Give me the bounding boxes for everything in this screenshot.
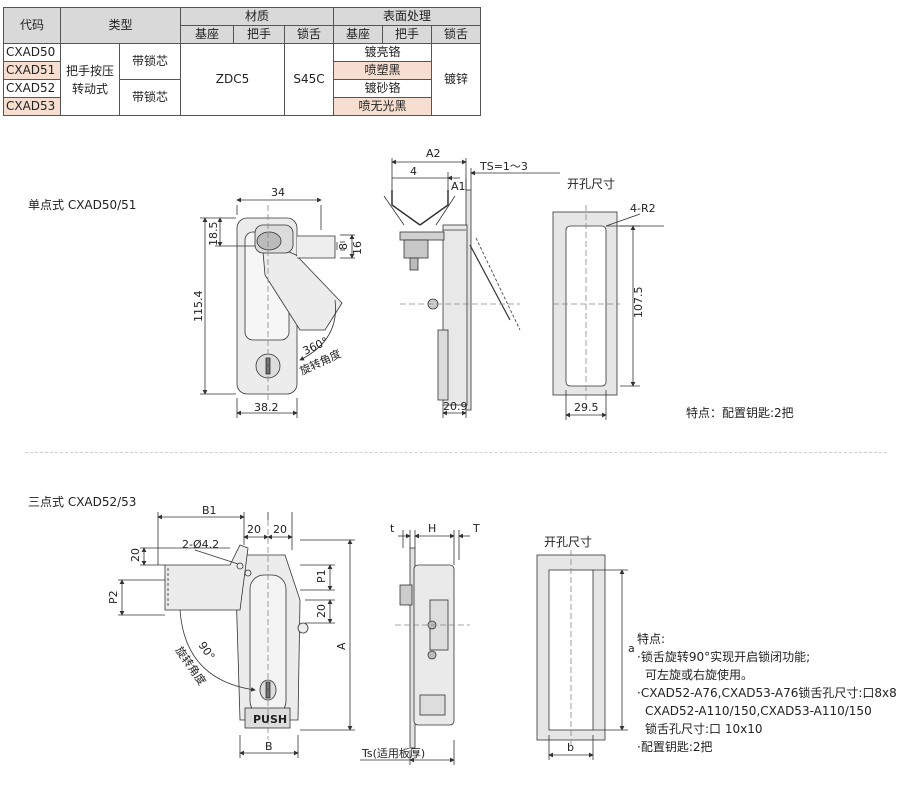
dim-label: T: [472, 522, 480, 535]
dim-label: 90°: [196, 639, 218, 662]
feature-title: 特点:: [637, 632, 666, 646]
feature-line: CXAD52-A110/150,CXAD53-A110/150: [645, 704, 872, 718]
dim-label: 20: [315, 604, 328, 618]
triple-side-view: [395, 547, 470, 749]
dim-label: 18.5: [207, 222, 220, 247]
dim-label: 20.9: [443, 400, 468, 413]
surface-cell: 镀亮铬: [333, 43, 432, 62]
dim-label: H: [428, 522, 436, 535]
dim-label: A2: [426, 147, 441, 160]
dim-label: A1: [451, 180, 466, 193]
dim-label: A: [335, 642, 348, 650]
header-surface: 表面处理: [333, 7, 481, 26]
single-feature-text: 特点：配置钥匙:2把: [686, 406, 794, 420]
dim-label: 20: [273, 523, 287, 536]
single-point-title: 单点式 CXAD50/51: [28, 198, 137, 212]
dim-label: P2: [107, 590, 120, 604]
dim-label: B1: [202, 504, 217, 517]
push-label: PUSH: [253, 713, 287, 726]
single-cutout: [552, 205, 664, 420]
dim-label: Ts(适用板厚): [361, 746, 425, 760]
dim-label: 4: [410, 165, 417, 178]
dim-label: TS=1～3: [479, 160, 528, 173]
header-material: 材质: [180, 7, 334, 26]
feature-line: 可左旋或右旋使用。: [645, 668, 754, 682]
handle-outline: [261, 239, 343, 331]
dim-label: 20: [247, 523, 261, 536]
feature-line: ·CXAD52-A76,CXAD53-A76锁舌孔尺寸:口8x8: [637, 686, 897, 700]
triple-cutout-title: 开孔尺寸: [544, 535, 593, 549]
spec-table: 代码 类型 材质 表面处理 基座 把手 锁舌 基座 把手 锁舌 CXAD50 把…: [3, 7, 481, 116]
dim-label: 38.2: [254, 401, 279, 414]
single-side-view: [383, 189, 521, 411]
triple-front-dims: [118, 512, 355, 758]
code-cell: CXAD50: [3, 43, 61, 62]
material-tongue: S45C: [284, 43, 334, 116]
dim-label: t: [390, 522, 395, 535]
dim-label: 107.5: [632, 287, 645, 319]
single-front-view: [236, 205, 343, 400]
surface-cell: 喷无光黑: [333, 97, 432, 116]
dim-label: 20: [129, 548, 142, 562]
tongue-bar-outline: [164, 544, 249, 611]
single-side-dims: [391, 158, 560, 418]
header-handle: 把手: [233, 25, 285, 44]
single-front-dims: [200, 197, 355, 418]
type-sub-1: 带锁芯: [119, 43, 181, 80]
type-main: 把手按压 转动式: [60, 43, 120, 116]
header-surface-handle: 把手: [382, 25, 432, 44]
dim-label: 115.4: [192, 291, 205, 323]
dim-label: P1: [315, 569, 328, 583]
type-sub-2: 带锁芯: [119, 79, 181, 116]
dim-label: B: [265, 740, 273, 753]
header-code: 代码: [3, 7, 61, 44]
feature-line: ·配置钥匙:2把: [637, 740, 713, 754]
dim-label: 16: [351, 241, 364, 255]
code-cell: CXAD53: [3, 97, 61, 116]
dim-label: 34: [271, 186, 285, 199]
push-button: [244, 707, 291, 729]
dim-label: a: [628, 642, 635, 655]
surface-tongue: 镀锌: [431, 43, 481, 116]
dim-label: b: [567, 741, 574, 754]
section-divider: [25, 452, 887, 453]
dim-label: 29.5: [574, 401, 599, 414]
dim-label: 4-R2: [630, 202, 656, 215]
feature-list: 特点: ·锁舌旋转90°实现开启锁闭功能; 可左旋或右旋使用。 ·CXAD52-…: [637, 630, 897, 756]
triple-side-dims: [360, 530, 470, 765]
dim-label: 8: [337, 243, 350, 250]
header-base: 基座: [180, 25, 234, 44]
triple-cutout: [536, 550, 628, 760]
feature-line: ·锁舌旋转90°实现开启锁闭功能;: [637, 650, 811, 664]
dim-label: 2-Ø4.2: [182, 538, 219, 551]
triple-front-view: [164, 520, 309, 740]
three-point-title: 三点式 CXAD52/53: [28, 495, 137, 509]
single-cutout-title: 开孔尺寸: [567, 177, 616, 191]
feature-line: 锁舌孔尺寸:口 10x10: [645, 722, 763, 736]
